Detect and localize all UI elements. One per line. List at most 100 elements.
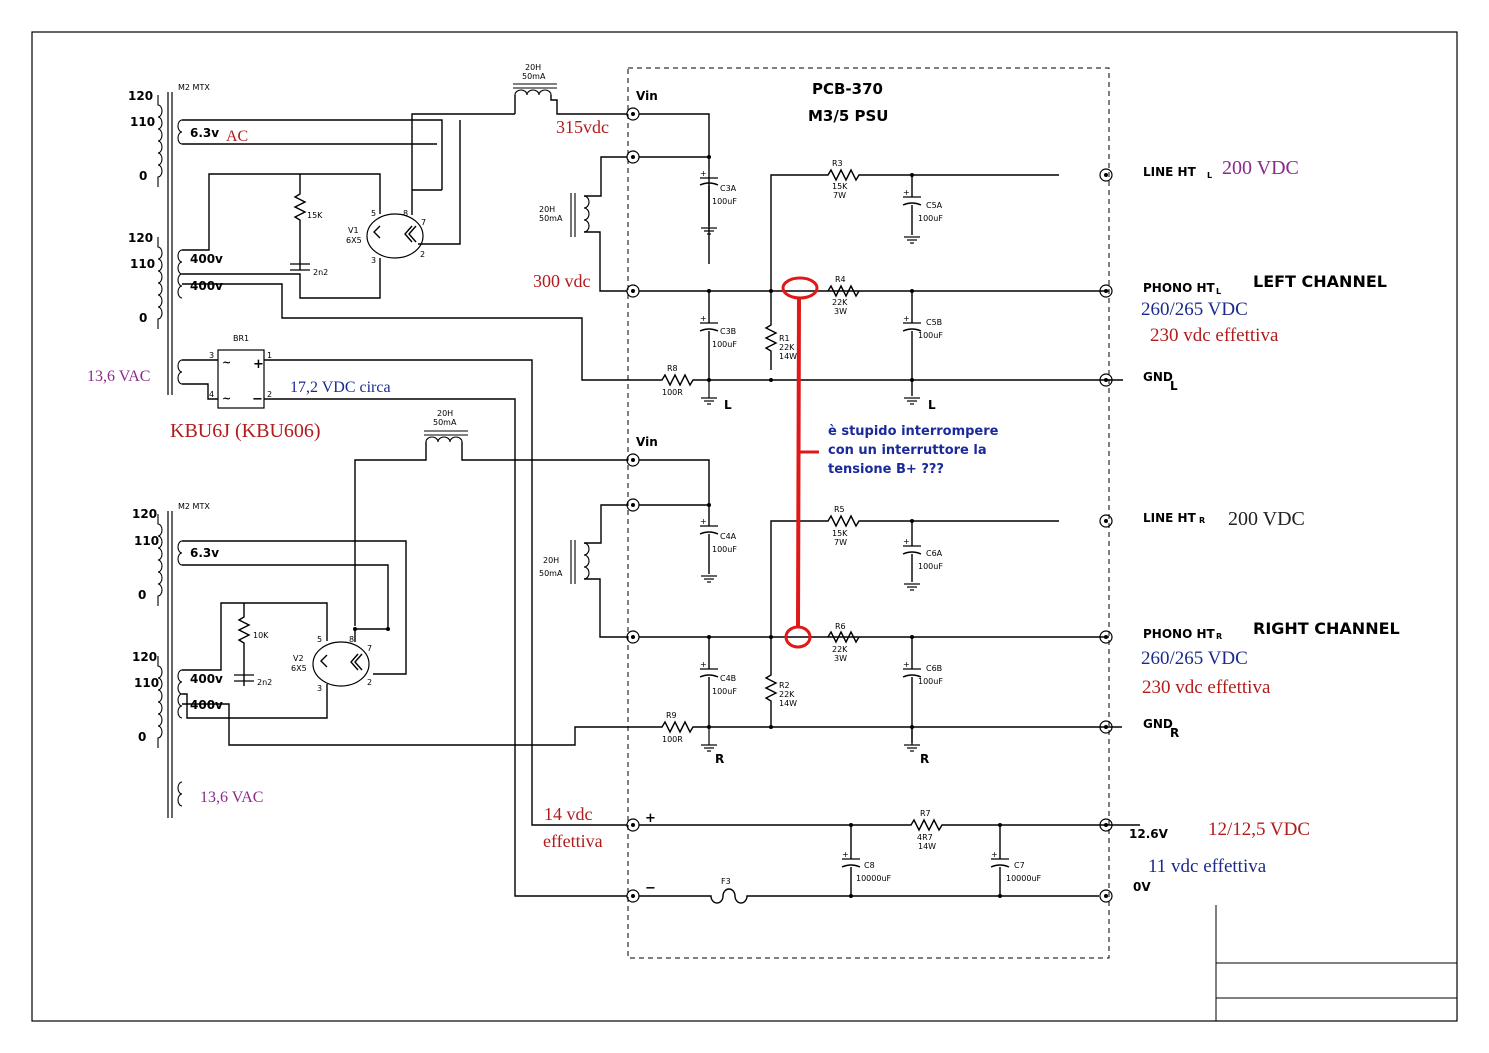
out-sub: L — [1207, 171, 1212, 180]
choke-value: 20H — [539, 205, 555, 214]
out-sub: R — [1216, 632, 1222, 641]
r2-power: 14W — [779, 699, 797, 708]
pcb-lower-network: Vin 20H 50mA + C4A 100uF + C4B 100uF R5 … — [182, 435, 1122, 766]
pin-label: 3 — [371, 256, 376, 265]
v12b-note: 11 vdc effettiva — [1148, 856, 1267, 877]
c5b-label: C5B — [926, 318, 942, 327]
c6a-value: 100uF — [918, 562, 943, 571]
r6-power: 3W — [834, 654, 847, 663]
pcb-boundary — [627, 67, 1110, 959]
plus-mark: + — [903, 660, 910, 669]
plus-mark: + — [842, 850, 849, 859]
r1-value: 22K — [779, 343, 795, 352]
plus-mark: + — [903, 314, 910, 323]
pin-label: 5 — [317, 635, 322, 644]
plus-mark: + — [700, 169, 707, 178]
pin-label: 8 — [349, 635, 354, 644]
vin-label: Vin — [636, 435, 658, 449]
phono-r1-note: 260/265 VDC — [1141, 648, 1248, 669]
out-label: LINE HT — [1143, 165, 1197, 179]
out-label: 0V — [1133, 880, 1151, 894]
r7-label: R7 — [920, 809, 931, 818]
b-plus-switch-marker — [781, 276, 819, 649]
kbu-note: KBU6J (KBU606) — [170, 420, 321, 442]
phono-l2-note: 230 vdc effettiva — [1150, 325, 1279, 346]
pcb-title: PCB-370 — [812, 80, 883, 98]
r1-power: 14W — [779, 352, 797, 361]
xfmr2-tap: 0 — [138, 588, 146, 602]
plus-mark: + — [903, 188, 910, 197]
gnd-r-mark: R — [920, 752, 929, 766]
out-label: PHONO HT — [1143, 627, 1216, 641]
c6a-label: C6A — [926, 549, 943, 558]
c3b-label: C3B — [720, 327, 736, 336]
gnd-l-mark: L — [928, 398, 936, 412]
xfmr1-tap: 0 — [139, 169, 147, 183]
choke-value: 20H — [543, 556, 559, 565]
choke-top: 20H 50mA — [513, 63, 627, 115]
v1-resistor-label: 15K — [307, 211, 323, 220]
pin-label: 3 — [209, 351, 214, 360]
title-block — [1215, 905, 1457, 1021]
transformer-2: M2 MTX 120 110 0 120 110 0 6.3v 400v 400… — [132, 502, 407, 818]
vac2-note: 13,6 VAC — [200, 789, 263, 806]
r6-label: R6 — [835, 622, 846, 631]
ac-note: AC — [226, 128, 248, 145]
br1-ac: ~ — [222, 356, 231, 369]
comment-line: con un interruttore la — [828, 443, 987, 458]
minus-terminal-label: − — [645, 881, 656, 896]
out-sub: R — [1199, 516, 1205, 525]
pin-label: 8 — [403, 209, 408, 218]
drawing-frame — [31, 31, 1458, 1022]
pin-label: 2 — [420, 250, 425, 259]
xfmr2-tap: 0 — [138, 730, 146, 744]
out-label: GND — [1143, 370, 1173, 384]
right-channel-label: RIGHT CHANNEL — [1253, 619, 1400, 638]
c3a-value: 100uF — [712, 197, 737, 206]
c4b-value: 100uF — [712, 687, 737, 696]
pin-label: 3 — [317, 684, 322, 693]
r1-label: R1 — [779, 334, 790, 343]
xfmr2-label: M2 MTX — [178, 502, 210, 511]
v2-cap-label: 2n2 — [257, 678, 272, 687]
line-l-note: 200 VDC — [1222, 157, 1299, 179]
xfmr1-tap: 0 — [139, 311, 147, 325]
pin-label: 2 — [367, 678, 372, 687]
r7-value: 4R7 — [917, 833, 933, 842]
c8-value: 10000uF — [856, 874, 892, 883]
phono-l1-note: 260/265 VDC — [1141, 299, 1248, 320]
xfmr2-tap: 110 — [134, 676, 159, 690]
v1-cap-label: 2n2 — [313, 268, 328, 277]
plus-mark: + — [700, 517, 707, 526]
comment-line: è stupido interrompere — [828, 424, 999, 439]
c4a-value: 100uF — [712, 545, 737, 554]
r7-power: 14W — [918, 842, 936, 851]
line-r-note: 200 VDC — [1228, 508, 1305, 530]
br1-minus: − — [252, 392, 263, 407]
out-label: LINE HT — [1143, 511, 1197, 525]
xfmr2-hv1-label: 400v — [190, 672, 223, 686]
pin-label: 7 — [421, 218, 426, 227]
out-12v6: 12.6V — [1099, 818, 1169, 841]
r6-value: 22K — [832, 645, 848, 654]
c5a-value: 100uF — [918, 214, 943, 223]
xfmr2-hv2-label: 400v — [190, 698, 223, 712]
xfmr2-tap: 120 — [132, 650, 157, 664]
out-sub: R — [1170, 726, 1179, 740]
v1-type: 6X5 — [346, 236, 362, 245]
xfmr1-tap: 110 — [130, 115, 155, 129]
xfmr1-tap: 120 — [128, 231, 153, 245]
c5b-value: 100uF — [918, 331, 943, 340]
br1-label: BR1 — [233, 334, 249, 343]
r2-label: R2 — [779, 681, 790, 690]
choke-current: 50mA — [433, 418, 457, 427]
plus-mark: + — [991, 850, 998, 859]
out-line-ht-r: LINE HT R — [1099, 511, 1205, 528]
r4-label: R4 — [835, 275, 846, 284]
r4-power: 3W — [834, 307, 847, 316]
out-label: PHONO HT — [1143, 281, 1216, 295]
pin-label: 5 — [371, 209, 376, 218]
choke-value: 20H — [525, 63, 541, 72]
output-connectors: LINE HT L PHONO HT L GND L LINE HT R PHO… — [1099, 165, 1222, 903]
c4b-label: C4B — [720, 674, 736, 683]
